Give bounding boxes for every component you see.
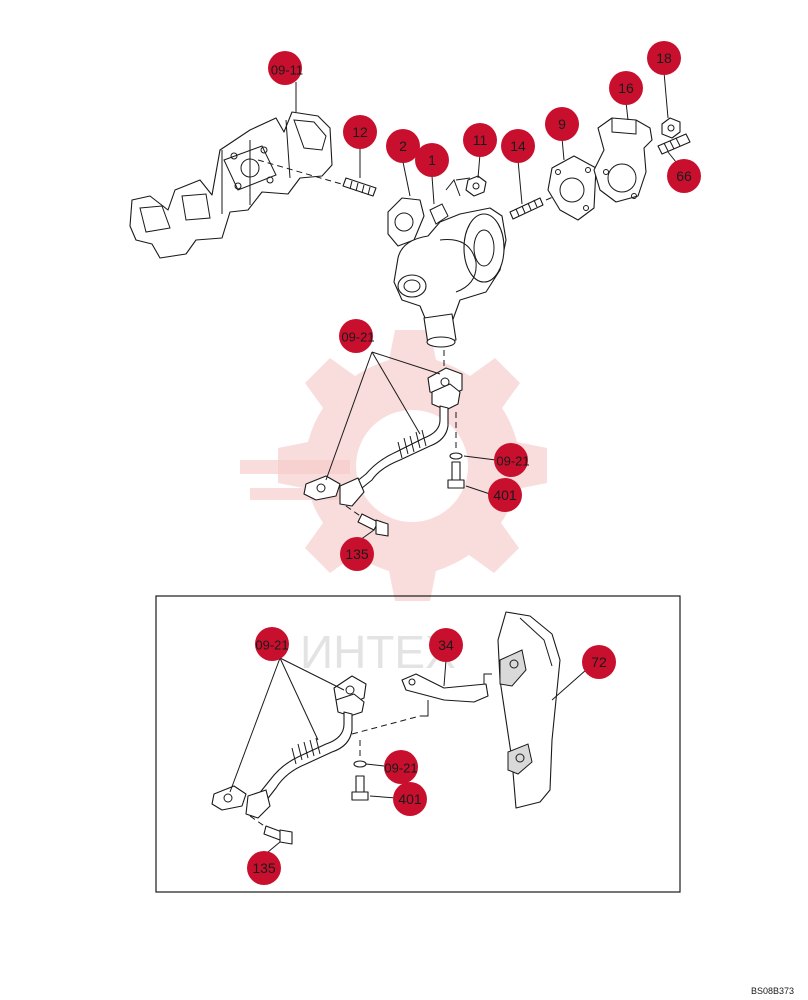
callout-9-label: 9 [558, 116, 566, 132]
callout-12[interactable]: 12 [343, 115, 377, 149]
callout-09-11[interactable]: 09-11 [268, 51, 303, 85]
gasket-9 [547, 155, 597, 221]
callout-66[interactable]: 66 [667, 159, 701, 193]
callout-12-label: 12 [352, 124, 368, 140]
exhaust-elbow-16 [593, 117, 653, 203]
callout-135-inset-label: 135 [252, 860, 276, 876]
callout-09-21-inset[interactable]: 09-21 [255, 627, 289, 661]
exhaust-manifold [129, 111, 333, 259]
nut-18 [661, 117, 681, 139]
callout-401-inset-label: 401 [398, 791, 422, 807]
drawing-code: BS08B373 [750, 986, 794, 996]
callout-72-label: 72 [591, 654, 607, 670]
callout-09-21-inset-right-label: 09-21 [384, 761, 417, 776]
washer [449, 452, 463, 460]
callout-18[interactable]: 18 [647, 41, 681, 75]
callout-401-inset[interactable]: 401 [393, 782, 427, 816]
callout-34-label: 34 [438, 637, 454, 653]
callout-16[interactable]: 16 [609, 71, 643, 105]
turbocharger-1 [393, 179, 507, 348]
watermark-text: ИНТЕХ [300, 626, 456, 678]
callout-135-label: 135 [345, 546, 369, 562]
callout-401-label: 401 [493, 487, 517, 503]
callout-11[interactable]: 11 [463, 123, 497, 157]
callout-16-label: 16 [618, 80, 634, 96]
callout-09-21-top[interactable]: 09-21 [339, 319, 375, 353]
callout-14-label: 14 [510, 138, 526, 154]
callout-09-21-right-label: 09-21 [496, 454, 529, 469]
callout-09-21-inset-right[interactable]: 09-21 [384, 750, 418, 784]
oil-pipe [303, 367, 463, 507]
heat-shield-72 [497, 611, 561, 809]
nut-11 [465, 175, 487, 197]
callout-66-label: 66 [676, 168, 692, 184]
callout-135-inset[interactable]: 135 [247, 851, 281, 885]
callout-09-21-top-label: 09-21 [341, 330, 374, 345]
oil-pipe-inset [211, 675, 367, 819]
callout-72[interactable]: 72 [582, 645, 616, 679]
callout-401[interactable]: 401 [488, 478, 522, 512]
callout-14[interactable]: 14 [501, 129, 535, 163]
callout-18-label: 18 [656, 50, 672, 66]
callout-1[interactable]: 1 [415, 143, 449, 177]
callout-34[interactable]: 34 [429, 628, 463, 662]
callout-1-label: 1 [428, 152, 436, 168]
bracket-34 [401, 673, 492, 703]
callout-2[interactable]: 2 [386, 129, 420, 163]
callout-11-label: 11 [473, 132, 488, 148]
callout-09-11-label: 09-11 [271, 63, 303, 78]
callout-09-21-inset-label: 09-21 [255, 638, 288, 653]
gasket-2 [387, 197, 425, 247]
banjo-bolt-401-inset [351, 775, 369, 801]
bolt-66 [657, 133, 691, 155]
stud-bolt-12 [342, 177, 377, 197]
inset-frame [155, 595, 681, 893]
bolt-135-inset [249, 815, 293, 845]
callout-09-21-right[interactable]: 09-21 [494, 443, 530, 477]
callout-9[interactable]: 9 [545, 107, 579, 141]
washer-inset [353, 760, 367, 768]
banjo-bolt-401 [447, 461, 465, 489]
callout-135[interactable]: 135 [340, 537, 374, 571]
callout-2-label: 2 [399, 138, 407, 154]
bolt-135 [357, 513, 389, 537]
stud-bolt-14 [509, 197, 544, 220]
